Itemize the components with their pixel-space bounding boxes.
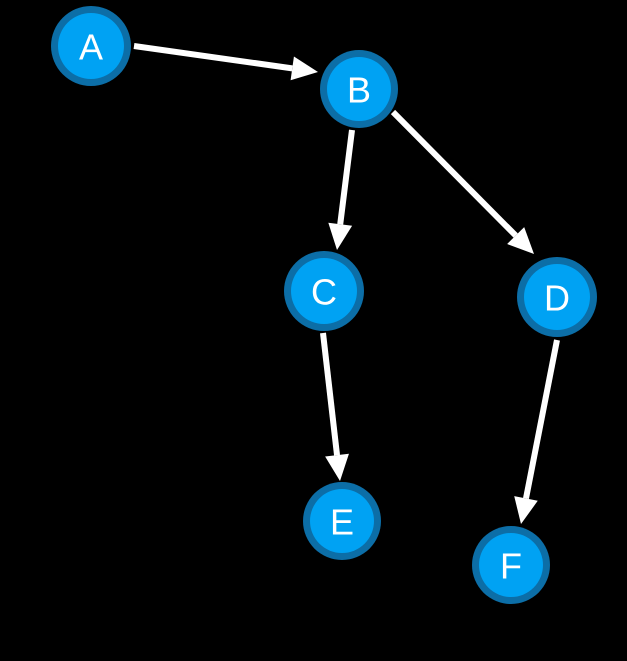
graph-node-d[interactable]: D bbox=[517, 257, 597, 337]
edge-line-b-c bbox=[337, 129, 355, 225]
node-fill-a bbox=[58, 13, 124, 79]
arrowhead-icon-c-e bbox=[325, 453, 349, 481]
graph-node-e[interactable]: E bbox=[303, 482, 381, 560]
node-label-e: E bbox=[330, 502, 354, 543]
nodes-layer: A B C D E F bbox=[51, 6, 597, 604]
node-fill-d bbox=[524, 264, 590, 330]
edge-d-f bbox=[514, 339, 560, 524]
arrowhead-icon-b-d bbox=[507, 227, 534, 254]
arrowhead-icon-a-b bbox=[290, 56, 318, 81]
node-fill-e bbox=[310, 489, 374, 553]
edge-line-b-d bbox=[390, 109, 518, 238]
graph-node-c[interactable]: C bbox=[284, 251, 364, 331]
graph-node-a[interactable]: A bbox=[51, 6, 131, 86]
node-label-d: D bbox=[544, 278, 570, 319]
node-label-a: A bbox=[79, 27, 103, 68]
graph-node-f[interactable]: F bbox=[472, 526, 550, 604]
node-label-c: C bbox=[311, 272, 337, 313]
node-label-b: B bbox=[347, 70, 371, 111]
graph-node-b[interactable]: B bbox=[320, 50, 398, 128]
edge-a-b bbox=[133, 43, 318, 81]
arrowhead-icon-b-c bbox=[328, 222, 353, 250]
edge-line-c-e bbox=[320, 332, 341, 456]
arrowhead-icon-d-f bbox=[514, 496, 538, 524]
edges-layer bbox=[133, 43, 560, 524]
node-fill-f bbox=[479, 533, 543, 597]
node-label-f: F bbox=[500, 546, 522, 587]
node-fill-c bbox=[291, 258, 357, 324]
edge-b-c bbox=[328, 129, 355, 250]
edge-c-e bbox=[320, 332, 349, 481]
node-fill-b bbox=[327, 57, 391, 121]
edge-b-d bbox=[390, 109, 534, 254]
edge-line-a-b bbox=[133, 43, 293, 72]
edge-line-d-f bbox=[523, 339, 560, 500]
